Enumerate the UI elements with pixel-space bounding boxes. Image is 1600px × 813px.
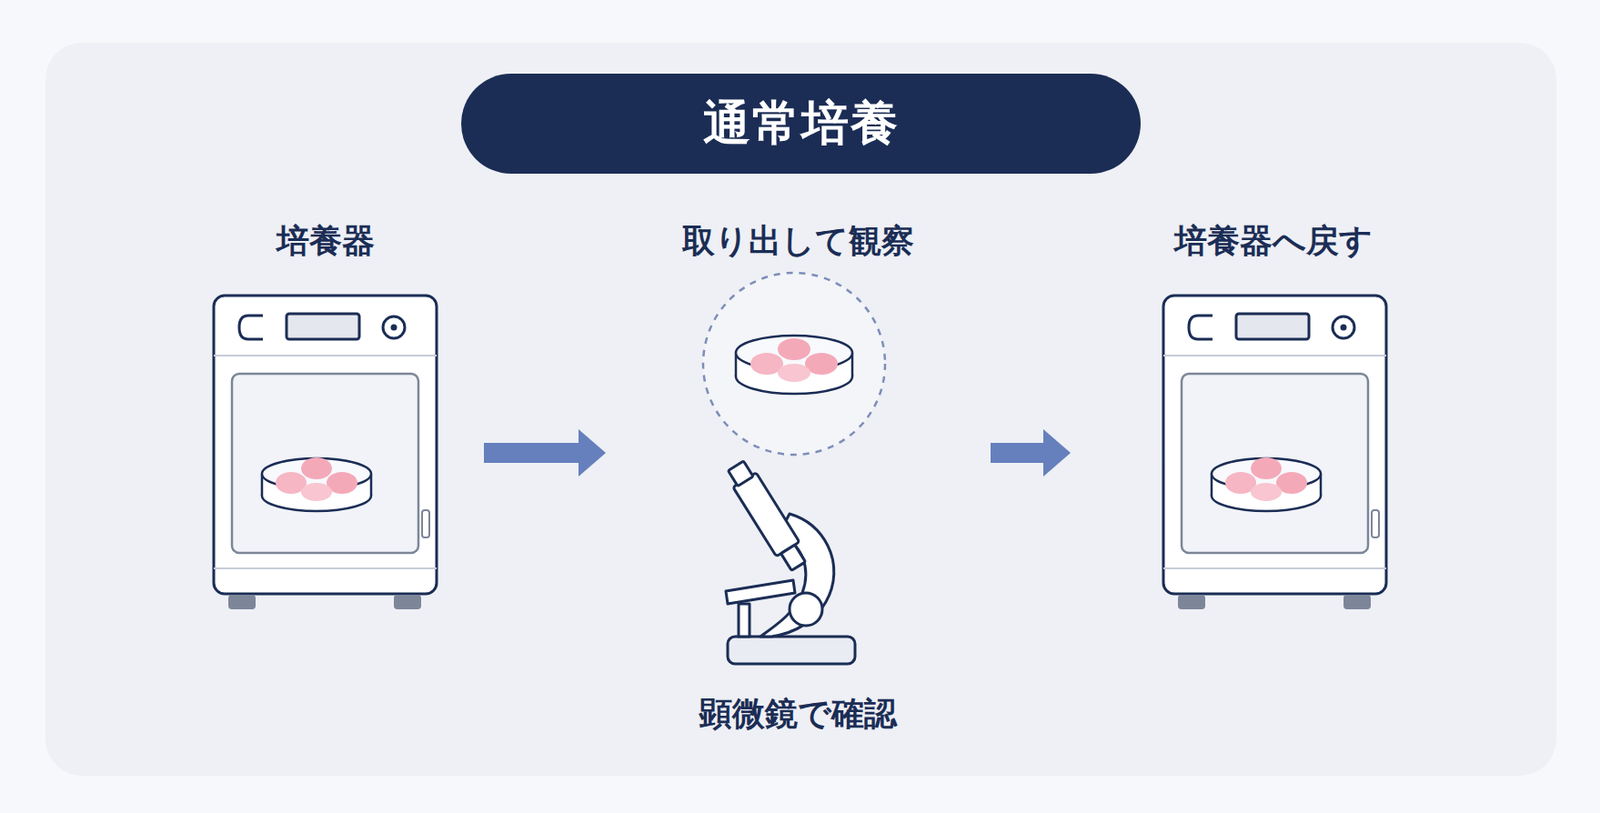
stage-heading: 培養器 <box>111 221 539 261</box>
incubator-stage: 培養器 <box>166 293 484 613</box>
stage-caption: 顕微鏡で確認 <box>551 694 1046 734</box>
flow-arrow <box>483 429 606 477</box>
title-text: 通常培養 <box>703 91 900 156</box>
stage-heading: 取り出して観察 <box>551 221 1046 261</box>
title-banner: 通常培養 <box>461 73 1141 174</box>
incubator-stage: 培養器へ戻す <box>1070 293 1477 613</box>
observation-stage: 取り出して観察顕微鏡で確認 <box>605 293 991 613</box>
flow-arrow <box>990 429 1071 477</box>
stage-heading: 培養器へ戻す <box>1016 221 1531 261</box>
